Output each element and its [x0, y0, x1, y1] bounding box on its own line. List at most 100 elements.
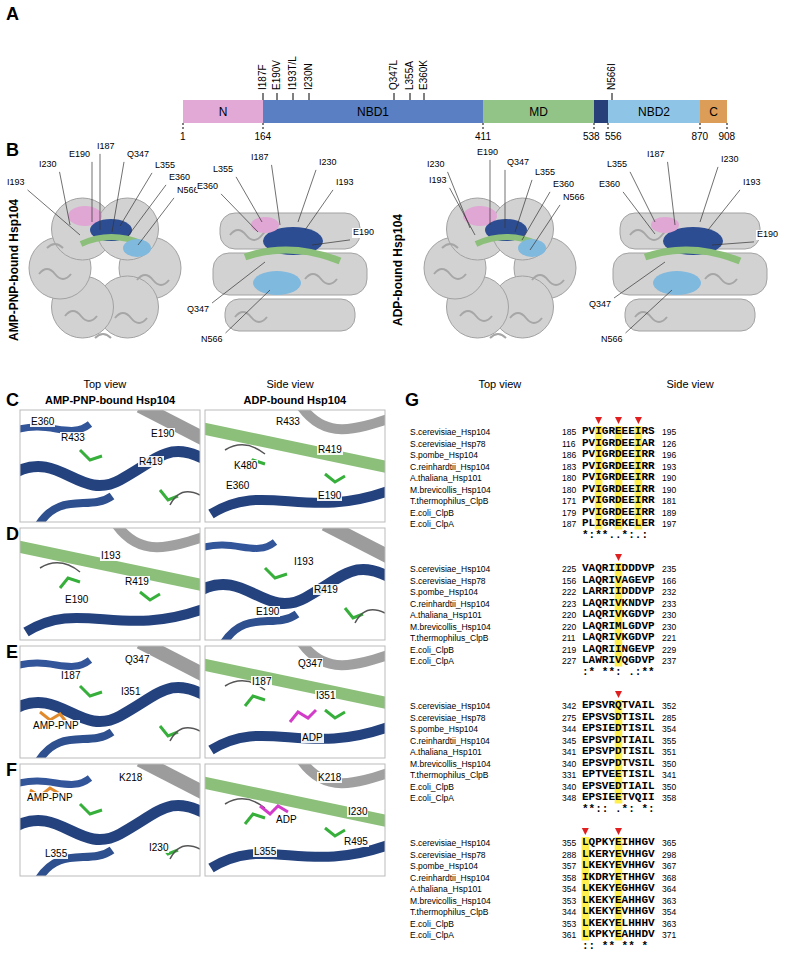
- leader-line: [272, 165, 280, 225]
- mutation-label: I193T/L: [287, 56, 299, 90]
- residue-label: ADP: [301, 732, 324, 743]
- start-position: 225: [562, 564, 576, 576]
- residue-number: 411: [475, 131, 491, 143]
- illustration-part: [483, 123, 484, 130]
- mutation-tick: [424, 93, 425, 100]
- end-position: 232: [662, 587, 676, 599]
- end-position: 285: [662, 713, 676, 725]
- sequence: EPSVSDTISIL: [582, 712, 655, 724]
- panel-letter: F: [6, 760, 17, 781]
- leader-line: [138, 198, 174, 245]
- species-name: A.thaliana_Hsp101: [410, 747, 482, 759]
- illustration-part: [700, 123, 701, 130]
- start-position: 186: [562, 450, 576, 462]
- domain-name: N: [219, 105, 228, 119]
- closeup: [16, 524, 206, 632]
- view-caption: Side view: [667, 378, 714, 391]
- species-name: C.reinhardtii_Hsp104: [410, 873, 490, 885]
- end-position: 350: [662, 782, 676, 794]
- domain-name: MD: [529, 105, 548, 119]
- residue-label: K218: [118, 772, 143, 783]
- illustration-part: [20, 528, 200, 640]
- start-position: 211: [562, 633, 576, 645]
- residue-label: E190: [352, 228, 375, 238]
- species-name: M.brevicollis_Hsp104: [410, 485, 491, 497]
- end-position: 237: [662, 656, 676, 668]
- start-position: 227: [562, 656, 576, 668]
- structure-top-view: [29, 198, 181, 338]
- residue-label: I230: [426, 160, 446, 170]
- mutation-label: I187F: [257, 64, 269, 90]
- start-position: 358: [562, 873, 576, 885]
- end-position: 367: [662, 861, 676, 873]
- residue-label: E190: [476, 148, 499, 158]
- mutation-marker: [615, 828, 622, 835]
- domain-name: NBD2: [638, 105, 670, 119]
- residue-label: I193: [742, 178, 762, 188]
- residue-number: 908: [719, 131, 736, 143]
- illustration-part: [20, 764, 200, 876]
- species-name: A.thaliana_Hsp101: [410, 610, 482, 622]
- start-position: 275: [562, 713, 576, 725]
- residue-label: Q347: [186, 305, 210, 315]
- residue-label: K218: [317, 772, 342, 783]
- residue-label: E190: [150, 428, 175, 439]
- sequence: LKEKYEVHHGV: [582, 860, 655, 872]
- sequence: PVIGRDEEIAR: [582, 438, 655, 450]
- end-position: 354: [662, 907, 676, 919]
- leader-line: [212, 262, 265, 303]
- end-position: 341: [662, 770, 676, 782]
- sequence: LKEKYEAHHGV: [582, 895, 655, 907]
- sequence: PVIGRDEEIRR: [582, 461, 655, 473]
- domain-segment: C: [700, 100, 727, 123]
- column-title: AMP-PNP-bound Hsp104: [45, 394, 175, 407]
- residue-label: Q347: [506, 158, 530, 168]
- residue-label: L355: [212, 165, 234, 175]
- end-position: 358: [662, 793, 676, 805]
- species-name: M.brevicollis_Hsp104: [410, 622, 491, 634]
- species-name: E.coli_ClpB: [410, 919, 454, 931]
- mutation-label: N566I: [606, 63, 618, 90]
- illustration-part: [290, 710, 316, 722]
- start-position: 180: [562, 473, 576, 485]
- residue-number: 870: [692, 131, 709, 143]
- illustration-part: [205, 764, 385, 876]
- leader-line: [490, 160, 491, 225]
- residue-label: ADP: [275, 814, 298, 825]
- start-position: 179: [562, 508, 576, 520]
- residue-label: E190: [756, 230, 779, 240]
- sequence: LARRIIDDDVP: [582, 586, 655, 598]
- residue-label: R495: [343, 836, 369, 847]
- start-position: 183: [562, 462, 576, 474]
- closeup: [201, 524, 391, 644]
- start-position: 219: [562, 645, 576, 657]
- sequence: LKEKYEVHHGV: [582, 906, 655, 918]
- leader-line: [221, 194, 258, 232]
- species-name: T.thermophilus_ClpB: [410, 496, 488, 508]
- view-caption: Top view: [84, 378, 127, 391]
- end-position: 190: [662, 485, 676, 497]
- end-position: 363: [662, 896, 676, 908]
- start-position: 156: [562, 576, 576, 588]
- illustration-part: [20, 646, 200, 758]
- species-name: E.coli_ClpB: [410, 508, 454, 520]
- sequence: LKEKYEGHHGV: [582, 883, 655, 895]
- end-position: 126: [662, 439, 676, 451]
- start-position: 341: [562, 747, 576, 759]
- residue-label: I187: [646, 150, 666, 160]
- mutation-marker: [615, 417, 622, 424]
- leader-line: [700, 167, 718, 222]
- residue-label: I230: [347, 806, 368, 817]
- sequence: EPSIEETVQII: [582, 792, 655, 804]
- species-name: A.thaliana_Hsp101: [410, 884, 482, 896]
- mutation-label: E360K: [418, 60, 430, 90]
- start-position: 345: [562, 736, 576, 748]
- closeup: [201, 760, 391, 868]
- residue-label: E360: [598, 180, 621, 190]
- species-name: S.cerevisiae_Hsp78: [410, 713, 486, 725]
- residue-label: R419: [138, 456, 164, 467]
- leader-line: [614, 262, 665, 298]
- residue-label: I187: [251, 676, 272, 687]
